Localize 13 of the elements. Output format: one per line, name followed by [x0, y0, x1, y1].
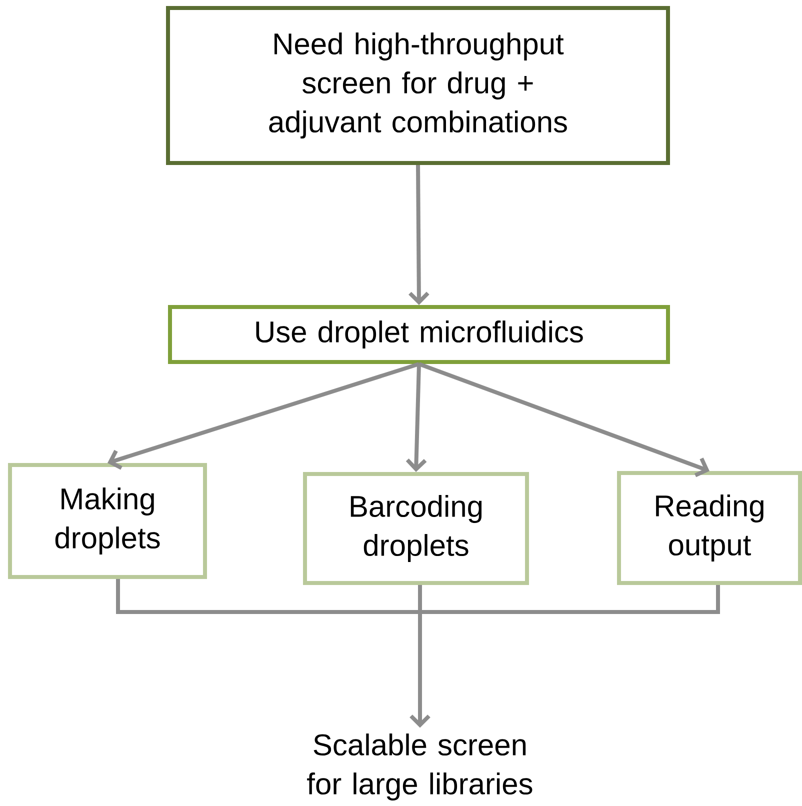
arrow	[406, 364, 427, 472]
process-box: Reading output	[617, 471, 802, 585]
process-box: Making droplets	[8, 463, 207, 579]
connector-line	[420, 585, 720, 614]
arrow	[408, 165, 430, 305]
process-box: Use droplet microfluidics	[168, 305, 670, 364]
process-box: Barcoding droplets	[303, 472, 529, 585]
arrow	[418, 362, 710, 478]
connector-line	[116, 579, 420, 614]
arrow	[108, 362, 420, 470]
connector-line	[418, 585, 422, 612]
process-box: Need high-throughput screen for drug + adjuvant combinations	[166, 6, 670, 165]
result-text: Scalable screen for large libraries	[307, 734, 532, 800]
